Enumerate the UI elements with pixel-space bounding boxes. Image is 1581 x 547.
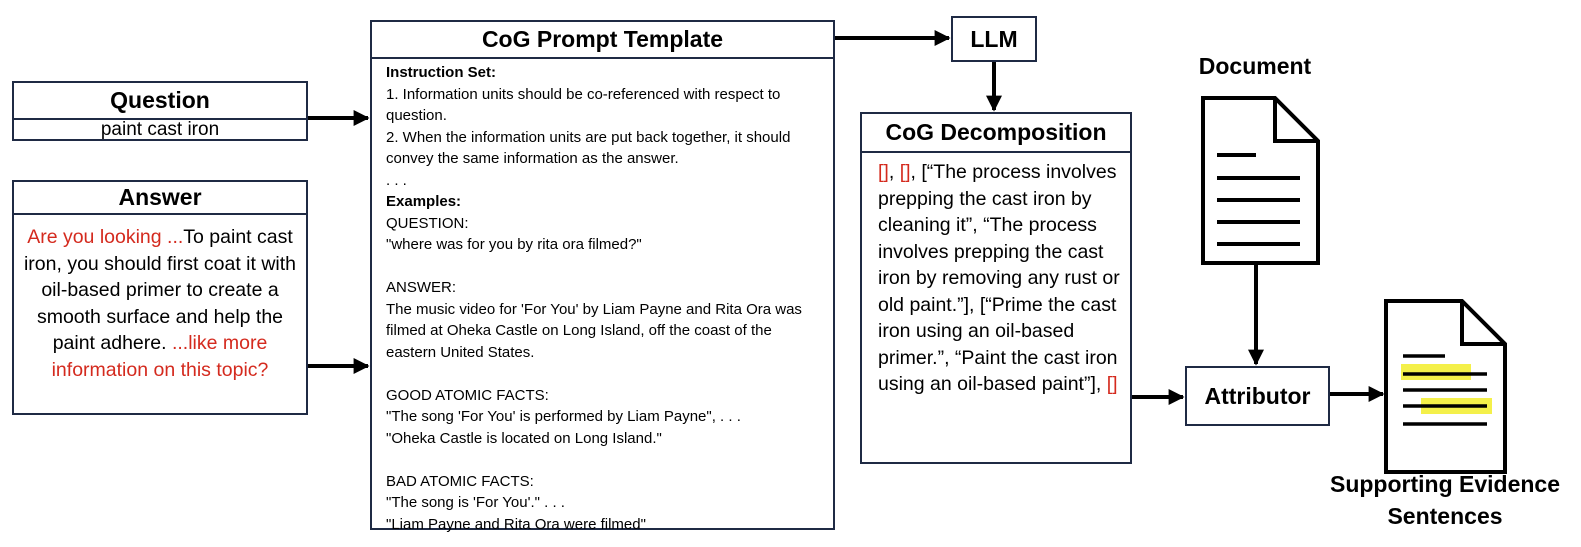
decomp-empty-bracket: []	[899, 161, 911, 183]
highlight-marker	[1401, 364, 1471, 380]
prompt-line: 1. Information units should be co-refere…	[386, 85, 785, 125]
prompt-line: QUESTION:	[386, 214, 469, 232]
question-text: paint cast iron	[100, 119, 220, 140]
question-title: Question	[14, 83, 306, 120]
document-icon	[1201, 96, 1320, 265]
prompt-line: "Oheka Castle is located on Long Island.…	[386, 429, 662, 447]
prompt-template-title: CoG Prompt Template	[372, 22, 833, 59]
prompt-line: "where was for you by rita ora filmed?"	[386, 236, 642, 253]
prompt-line: "The song 'For You' is performed by Liam…	[386, 408, 741, 425]
decomp-empty-bracket: []	[1106, 373, 1118, 395]
prompt-template-body: Instruction Set: 1. Information units sho…	[372, 59, 833, 535]
prompt-section-heading: Examples:	[386, 193, 462, 210]
decomp-facts: , [“The process involves prepping the ca…	[878, 161, 1120, 395]
prompt-line: "Liam Payne and Rita Ora were filmed"	[386, 515, 646, 533]
cog-decomposition-title: CoG Decomposition	[862, 114, 1130, 153]
prompt-line: 2. When the information units are put ba…	[386, 128, 795, 168]
document-label: Document	[1198, 53, 1312, 79]
question-box: Question paint cast iron	[12, 81, 308, 141]
prompt-line: "The song is 'For You'." . . .	[386, 494, 565, 511]
prompt-line: . . .	[386, 171, 407, 189]
attributor-box: Attributor	[1185, 366, 1330, 426]
prompt-line: ANSWER:	[386, 279, 457, 296]
prompt-line: BAD ATOMIC FACTS:	[386, 472, 534, 490]
decomp-empty-bracket: []	[878, 161, 889, 183]
answer-box: Answer Are you looking ...To paint cast …	[12, 180, 308, 415]
answer-title: Answer	[14, 182, 306, 215]
cog-decomposition-text: [], [], [“The process involves prepping …	[862, 153, 1130, 398]
prompt-line: GOOD ATOMIC FACTS:	[386, 386, 549, 404]
supporting-evidence-label: Supporting Evidence Sentences	[1329, 471, 1561, 529]
evidence-document-icon	[1384, 299, 1507, 474]
answer-intro-fragment: Are you looking ...	[27, 226, 184, 248]
llm-box: LLM	[951, 16, 1037, 62]
decomp-separator: ,	[888, 161, 900, 183]
cog-decomposition-box: CoG Decomposition [], [], [“The process …	[860, 112, 1132, 464]
prompt-section-heading: Instruction Set:	[386, 64, 497, 81]
answer-main-text: To paint cast iron, you should first coa…	[23, 226, 297, 354]
prompt-line: The music video for 'For You' by Liam Pa…	[386, 300, 807, 361]
answer-text: Are you looking ...To paint cast iron, y…	[14, 215, 306, 383]
answer-outro-fragment: ...like more information on this topic?	[51, 332, 269, 381]
prompt-template-box: CoG Prompt Template Instruction Set: 1. I…	[370, 20, 835, 533]
